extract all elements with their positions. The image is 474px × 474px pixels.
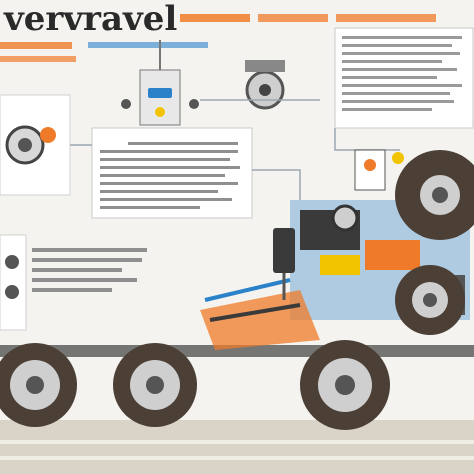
road xyxy=(0,420,474,474)
pipe-unit xyxy=(273,228,295,300)
wheel-icon xyxy=(395,265,465,335)
wheel-icon xyxy=(300,340,390,430)
engine-part xyxy=(245,60,285,110)
control-box xyxy=(121,40,199,126)
header-scribble xyxy=(0,14,436,62)
text-panel-right xyxy=(334,27,474,129)
left-panel-top xyxy=(0,94,71,196)
wheel-icon xyxy=(395,150,474,240)
left-panel-bottom xyxy=(0,234,27,331)
diagram-title: vervravel xyxy=(3,0,177,39)
wheel-icon xyxy=(0,343,77,427)
left-scribble xyxy=(32,248,147,292)
wheel-icon xyxy=(113,343,197,427)
text-panel-center xyxy=(91,127,253,219)
road-lines xyxy=(0,440,474,460)
